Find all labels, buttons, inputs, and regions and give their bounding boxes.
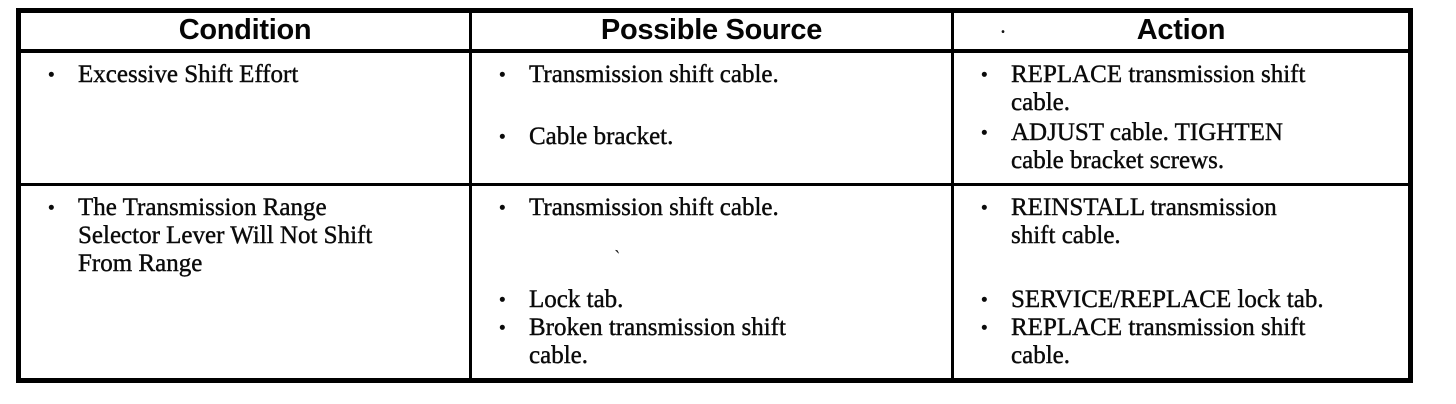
action-text: REINSTALL transmission shift cable. [1011,194,1277,249]
condition-text: Excessive Shift Effort [78,60,299,88]
header-row: Condition Possible Source Action [17,9,1412,53]
list-item: • REINSTALL transmission shift cable. [954,194,1402,250]
column-header-action: Action [951,9,1412,53]
bullet-icon: • [499,290,506,312]
bullet-icon: • [981,318,988,340]
list-item: • SERVICE/REPLACE lock tab. [954,286,1402,314]
possible-source-cell: • Transmission shift cable. • Lock tab. … [469,183,954,382]
list-item: • Broken transmission shift cable. [472,314,945,370]
condition-cell: • The Transmission Range Selector Lever … [17,183,472,382]
action-text: REPLACE transmission shift cable. [1011,314,1306,369]
scan-artifact-dot: . [1000,13,1006,39]
column-header-possible-source: Possible Source [469,9,954,53]
table-row: • The Transmission Range Selector Lever … [17,183,1412,382]
troubleshooting-table: Condition Possible Source Action • Exces… [16,8,1413,383]
source-text: Cable bracket. [529,122,674,150]
bullet-icon: • [499,318,506,340]
list-item: • The Transmission Range Selector Lever … [21,194,463,278]
possible-source-cell: • Transmission shift cable. • Cable brac… [469,49,954,186]
bullet-icon: • [981,64,988,86]
condition-cell: • Excessive Shift Effort [17,49,472,186]
action-text: REPLACE transmission shift cable. [1011,60,1306,116]
source-text: Transmission shift cable. [529,194,779,221]
source-text: Broken transmission shift cable. [529,314,786,369]
list-item: • Lock tab. [472,286,945,314]
bullet-icon: • [499,198,506,220]
bullet-icon: • [981,198,988,220]
list-item: • REPLACE transmission shift cable. [954,60,1402,117]
action-cell: • REINSTALL transmission shift cable. • … [951,183,1412,382]
source-text: Transmission shift cable. [529,60,779,88]
bullet-icon: • [981,122,988,144]
column-header-condition: Condition [17,9,472,53]
bullet-icon: • [981,290,988,312]
source-text: Lock tab. [529,286,624,313]
bullet-icon: • [48,198,55,220]
action-cell: • REPLACE transmission shift cable. • AD… [951,49,1412,186]
action-text: SERVICE/REPLACE lock tab. [1011,286,1324,313]
list-item: • Excessive Shift Effort [21,60,463,89]
condition-text: The Transmission Range Selector Lever Wi… [78,194,373,277]
action-text: ADJUST cable. TIGHTEN cable bracket scre… [1011,118,1283,174]
table-row: • Excessive Shift Effort • Transmission … [17,49,1412,186]
list-item: • Cable bracket. [472,122,945,151]
list-item: • Transmission shift cable. [472,194,945,222]
bullet-icon: • [499,64,506,86]
list-item: • REPLACE transmission shift cable. [954,314,1402,370]
bullet-icon: • [48,64,55,86]
bullet-icon: • [499,126,506,148]
list-item: • Transmission shift cable. [472,60,945,89]
list-item: • ADJUST cable. TIGHTEN cable bracket sc… [954,118,1402,175]
